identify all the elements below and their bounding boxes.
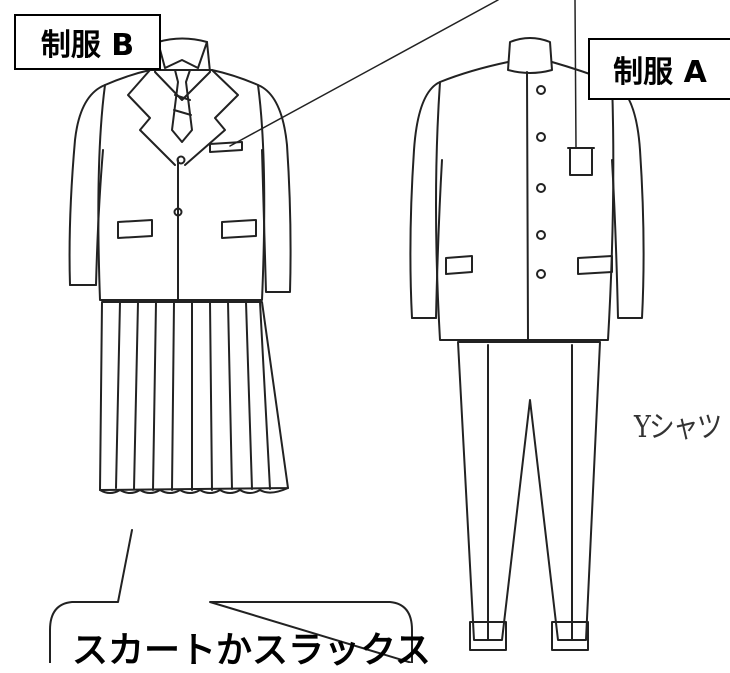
uniform-b-figure bbox=[68, 37, 292, 494]
uniform-a-figure bbox=[409, 37, 645, 651]
slacks-a bbox=[457, 341, 601, 641]
label-uniform-b: 制服 B bbox=[14, 14, 161, 70]
label-uniform-a: 制服 A bbox=[588, 38, 730, 100]
blazer-b-body bbox=[97, 69, 266, 301]
tie-b bbox=[171, 69, 193, 143]
lapel-left-b bbox=[127, 69, 176, 166]
label-shirt: Yシャツ bbox=[634, 410, 722, 445]
skirt-b bbox=[99, 301, 289, 491]
speech-bubble bbox=[49, 529, 413, 663]
lapel-right-b bbox=[184, 69, 239, 166]
shirt-collar-b bbox=[154, 37, 211, 101]
jacket-a-body bbox=[435, 61, 615, 341]
label-bottoms: スカートかスラックス bbox=[72, 630, 431, 671]
blazer-b-left-sleeve bbox=[68, 84, 106, 286]
leader-line-pocket bbox=[574, 0, 577, 149]
leader-line-chest-badge bbox=[229, 0, 499, 147]
blazer-b-right-sleeve bbox=[257, 84, 292, 293]
stand-collar-a bbox=[507, 37, 553, 74]
